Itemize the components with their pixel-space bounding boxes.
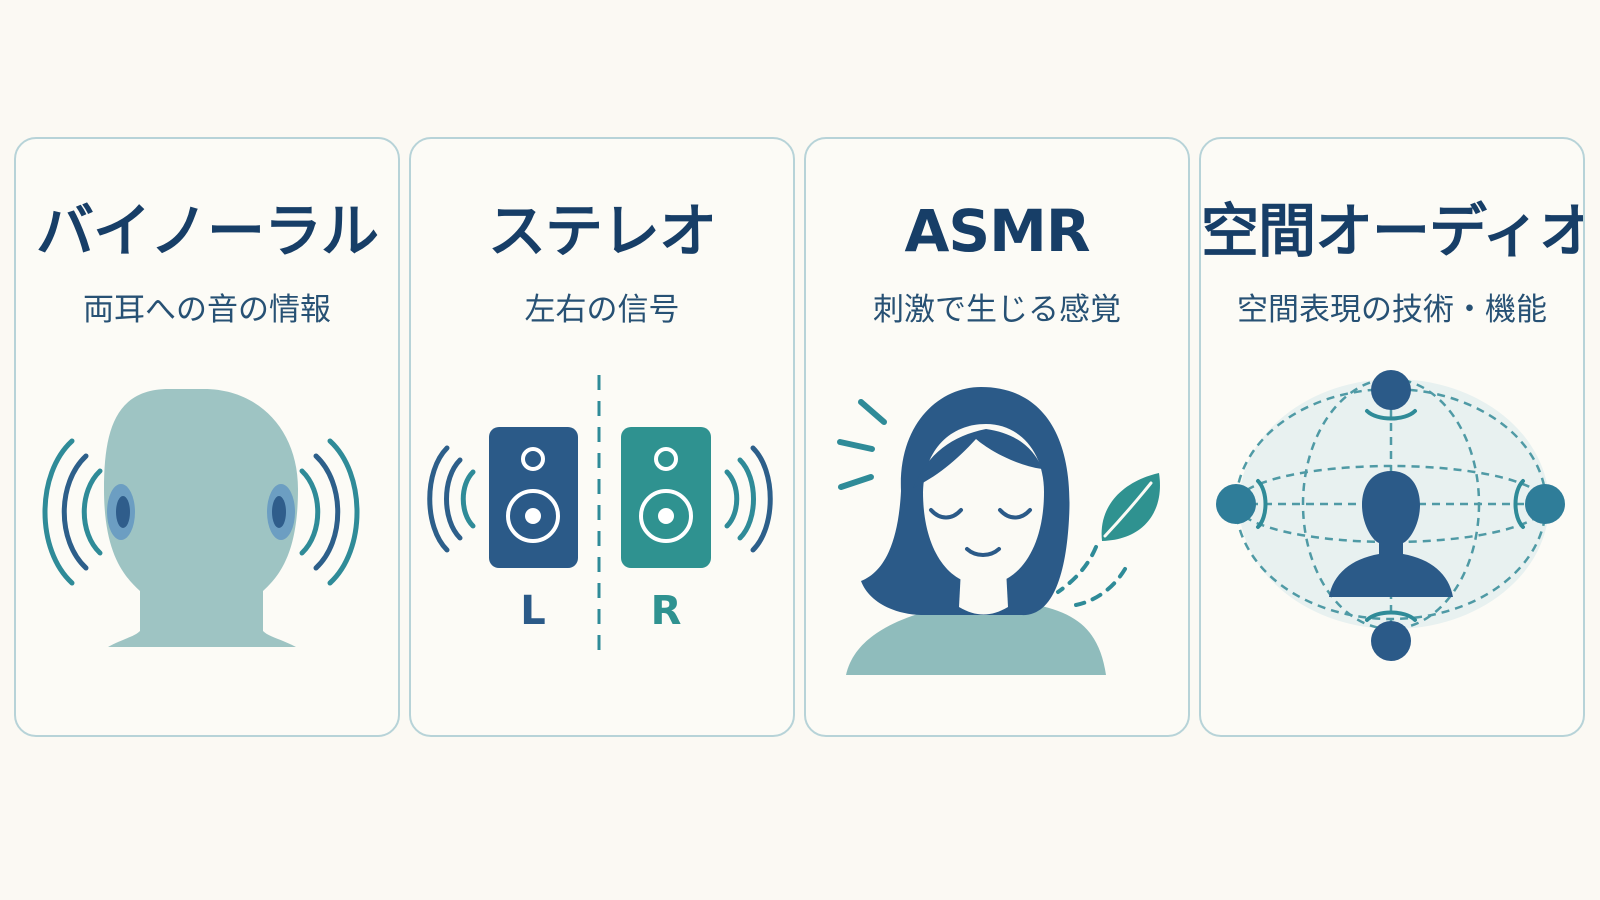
- card-stereo: ステレオ 左右の信号: [409, 137, 795, 737]
- sound-source-bottom-icon: [1365, 610, 1417, 661]
- stereo-speakers-icon: L R: [427, 375, 773, 659]
- card-title: ステレオ: [487, 197, 717, 265]
- ear-right: [267, 484, 295, 540]
- sound-source-top-icon: [1365, 370, 1417, 421]
- head-silhouette: [104, 389, 298, 647]
- sound-waves-left: [427, 445, 476, 553]
- ear-left: [107, 484, 135, 540]
- card-subtitle: 左右の信号: [524, 292, 680, 328]
- sound-waves-right: [299, 438, 360, 586]
- sound-waves-left: [42, 438, 103, 586]
- sound-source-left-icon: [1216, 479, 1268, 529]
- woman-figure: [846, 387, 1106, 675]
- head-with-sound-waves-icon: [42, 389, 360, 647]
- breeze-lines: [1056, 545, 1127, 607]
- card-asmr: ASMR 刺激で生じる感覚: [804, 137, 1190, 737]
- sparkle-lines-icon: [837, 399, 887, 490]
- card-spatial-audio: 空間オーディオ 空間表現の技術・機能: [1199, 137, 1585, 737]
- leaf-icon: [1101, 473, 1160, 541]
- spatial-audio-sphere-icon: [1216, 370, 1565, 661]
- sound-waves-right: [724, 445, 773, 553]
- card-subtitle: 空間表現の技術・機能: [1237, 292, 1547, 328]
- speaker-left-icon: [489, 427, 578, 568]
- card-title: ASMR: [904, 197, 1090, 265]
- speaker-right-icon: [621, 427, 711, 568]
- left-channel-label: L: [520, 588, 546, 634]
- sound-source-right-icon: [1513, 479, 1565, 529]
- card-subtitle: 両耳への音の情報: [83, 292, 331, 328]
- right-channel-label: R: [651, 588, 682, 634]
- listener-icon: [1329, 471, 1453, 597]
- relaxed-woman-icon: [837, 387, 1160, 675]
- card-binaural: バイノーラル 両耳への音の情報: [14, 137, 400, 737]
- card-subtitle: 刺激で生じる感覚: [873, 292, 1121, 328]
- card-title: バイノーラル: [35, 197, 379, 265]
- card-title: 空間オーディオ: [1201, 197, 1585, 265]
- comparison-cards: バイノーラル 両耳への音の情報: [14, 137, 1586, 737]
